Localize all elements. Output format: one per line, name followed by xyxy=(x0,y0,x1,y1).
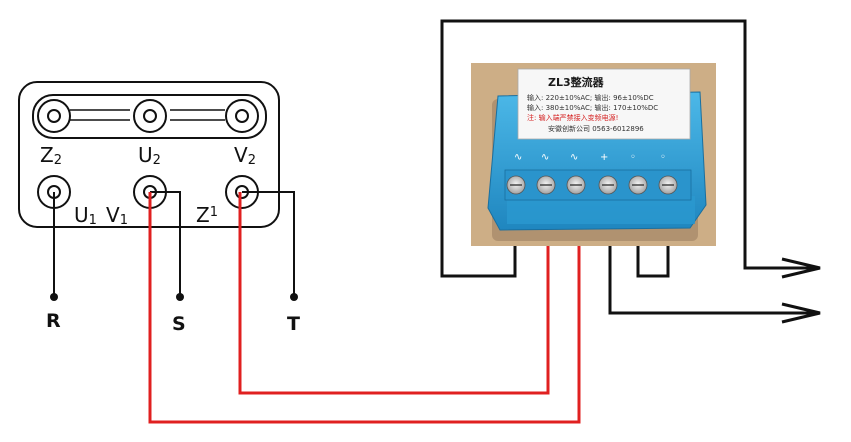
rectifier-spec-1: 输入: 220±10%AC; 输出: 96±10%DC xyxy=(527,93,654,102)
rectifier-title: ZL3整流器 xyxy=(548,75,605,89)
supply-leads: R S T xyxy=(46,191,300,335)
label-z1: Z1 xyxy=(196,203,218,227)
screw xyxy=(536,175,556,195)
label-v1: V1 xyxy=(106,203,128,228)
jumper-link xyxy=(636,245,670,278)
lead-label-r: R xyxy=(46,310,61,332)
screw xyxy=(566,175,586,195)
arrow-head-upper xyxy=(781,257,821,279)
terminal-v2 xyxy=(225,99,259,133)
rectifier-spec-2: 输入: 380±10%AC; 输出: 170±10%DC xyxy=(527,103,658,112)
label-z2: Z2 xyxy=(40,143,62,168)
screw xyxy=(628,175,648,195)
terminal-box: Z2 U2 V2 U1 V1 Z1 xyxy=(18,81,280,228)
lead-label-t: T xyxy=(287,313,300,335)
screw xyxy=(598,175,618,195)
rectifier-terminal-marks: ∿ ∿ ∿ + ◦ ◦ xyxy=(514,152,666,163)
rectifier-screw-terminals xyxy=(504,169,692,201)
terminal-u2 xyxy=(133,99,167,133)
lead-label-s: S xyxy=(172,313,186,335)
output-wiring xyxy=(440,19,821,324)
rectifier-warning: 注: 输入端严禁接入变频电源! xyxy=(527,113,618,122)
screw xyxy=(506,175,526,195)
red-wires xyxy=(148,192,581,424)
label-u2: U2 xyxy=(138,143,161,168)
terminal-mark: + xyxy=(600,152,608,163)
arrow-head-lower xyxy=(781,302,821,324)
terminal-mark: ◦ xyxy=(660,152,666,163)
label-v2: V2 xyxy=(234,143,256,168)
terminal-z2 xyxy=(37,99,71,133)
rectifier-maker: 安徽创新公司 0563-6012896 xyxy=(548,124,644,133)
terminal-mark: ∿ xyxy=(514,152,522,163)
label-u1: U1 xyxy=(74,203,97,228)
rectifier-label-plate: ZL3整流器 输入: 220±10%AC; 输出: 96±10%DC 输入: 3… xyxy=(517,68,691,140)
terminal-mark: ∿ xyxy=(570,152,578,163)
rectifier-photo: ZL3整流器 输入: 220±10%AC; 输出: 96±10%DC 输入: 3… xyxy=(471,63,716,246)
terminal-mark: ◦ xyxy=(630,152,636,163)
screw xyxy=(658,175,678,195)
terminal-mark: ∿ xyxy=(541,152,549,163)
